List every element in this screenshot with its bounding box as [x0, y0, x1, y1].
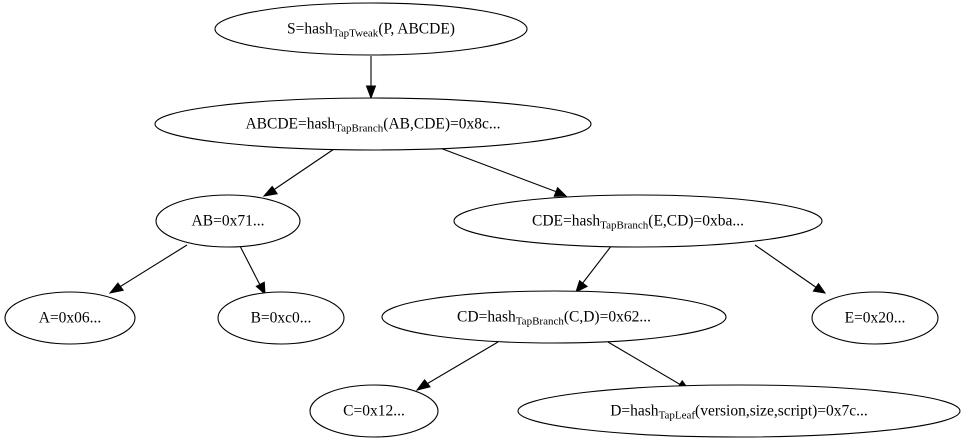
- edge-arrowhead: [262, 185, 279, 197]
- node-ellipse-s[interactable]: [214, 2, 528, 56]
- edge-line: [271, 146, 338, 192]
- node-ellipse-abcde[interactable]: [154, 97, 592, 151]
- edge-arrowhead: [108, 282, 125, 294]
- node-ellipse-c[interactable]: [309, 384, 439, 438]
- edge-arrowhead: [553, 186, 568, 197]
- edge-arrowhead: [575, 279, 589, 293]
- node-ellipse-cde[interactable]: [453, 194, 823, 248]
- edge-ab-to-a: [108, 244, 188, 294]
- node-ellipse-d[interactable]: [517, 384, 961, 438]
- edge-abcde-to-cde: [439, 147, 568, 197]
- edge-cd-to-d: [607, 341, 691, 391]
- edge-line: [117, 244, 188, 289]
- edge-line: [754, 244, 818, 289]
- node-ellipse-cd[interactable]: [381, 290, 727, 344]
- edge-cd-to-c: [415, 341, 499, 391]
- node-group: [4, 2, 961, 438]
- edge-arrowhead: [255, 281, 266, 296]
- edge-arrowhead: [415, 378, 431, 391]
- edge-line: [424, 341, 499, 386]
- edge-cde-to-cd: [575, 244, 613, 293]
- node-ellipse-a[interactable]: [4, 291, 136, 345]
- edge-abcde-to-ab: [262, 146, 338, 197]
- node-ellipse-e[interactable]: [811, 291, 939, 345]
- edge-line: [239, 245, 261, 286]
- edge-group: [108, 56, 827, 391]
- edge-arrowhead: [365, 85, 377, 100]
- node-ellipse-ab[interactable]: [155, 194, 301, 248]
- edge-arrowhead: [812, 282, 827, 294]
- edge-line: [581, 244, 613, 285]
- edge-line: [439, 147, 558, 193]
- edge-line: [607, 341, 682, 386]
- edge-ab-to-b: [239, 245, 266, 296]
- node-ellipse-b[interactable]: [217, 291, 345, 345]
- edge-s-to-abcde: [365, 56, 377, 100]
- edge-cde-to-e: [754, 244, 827, 294]
